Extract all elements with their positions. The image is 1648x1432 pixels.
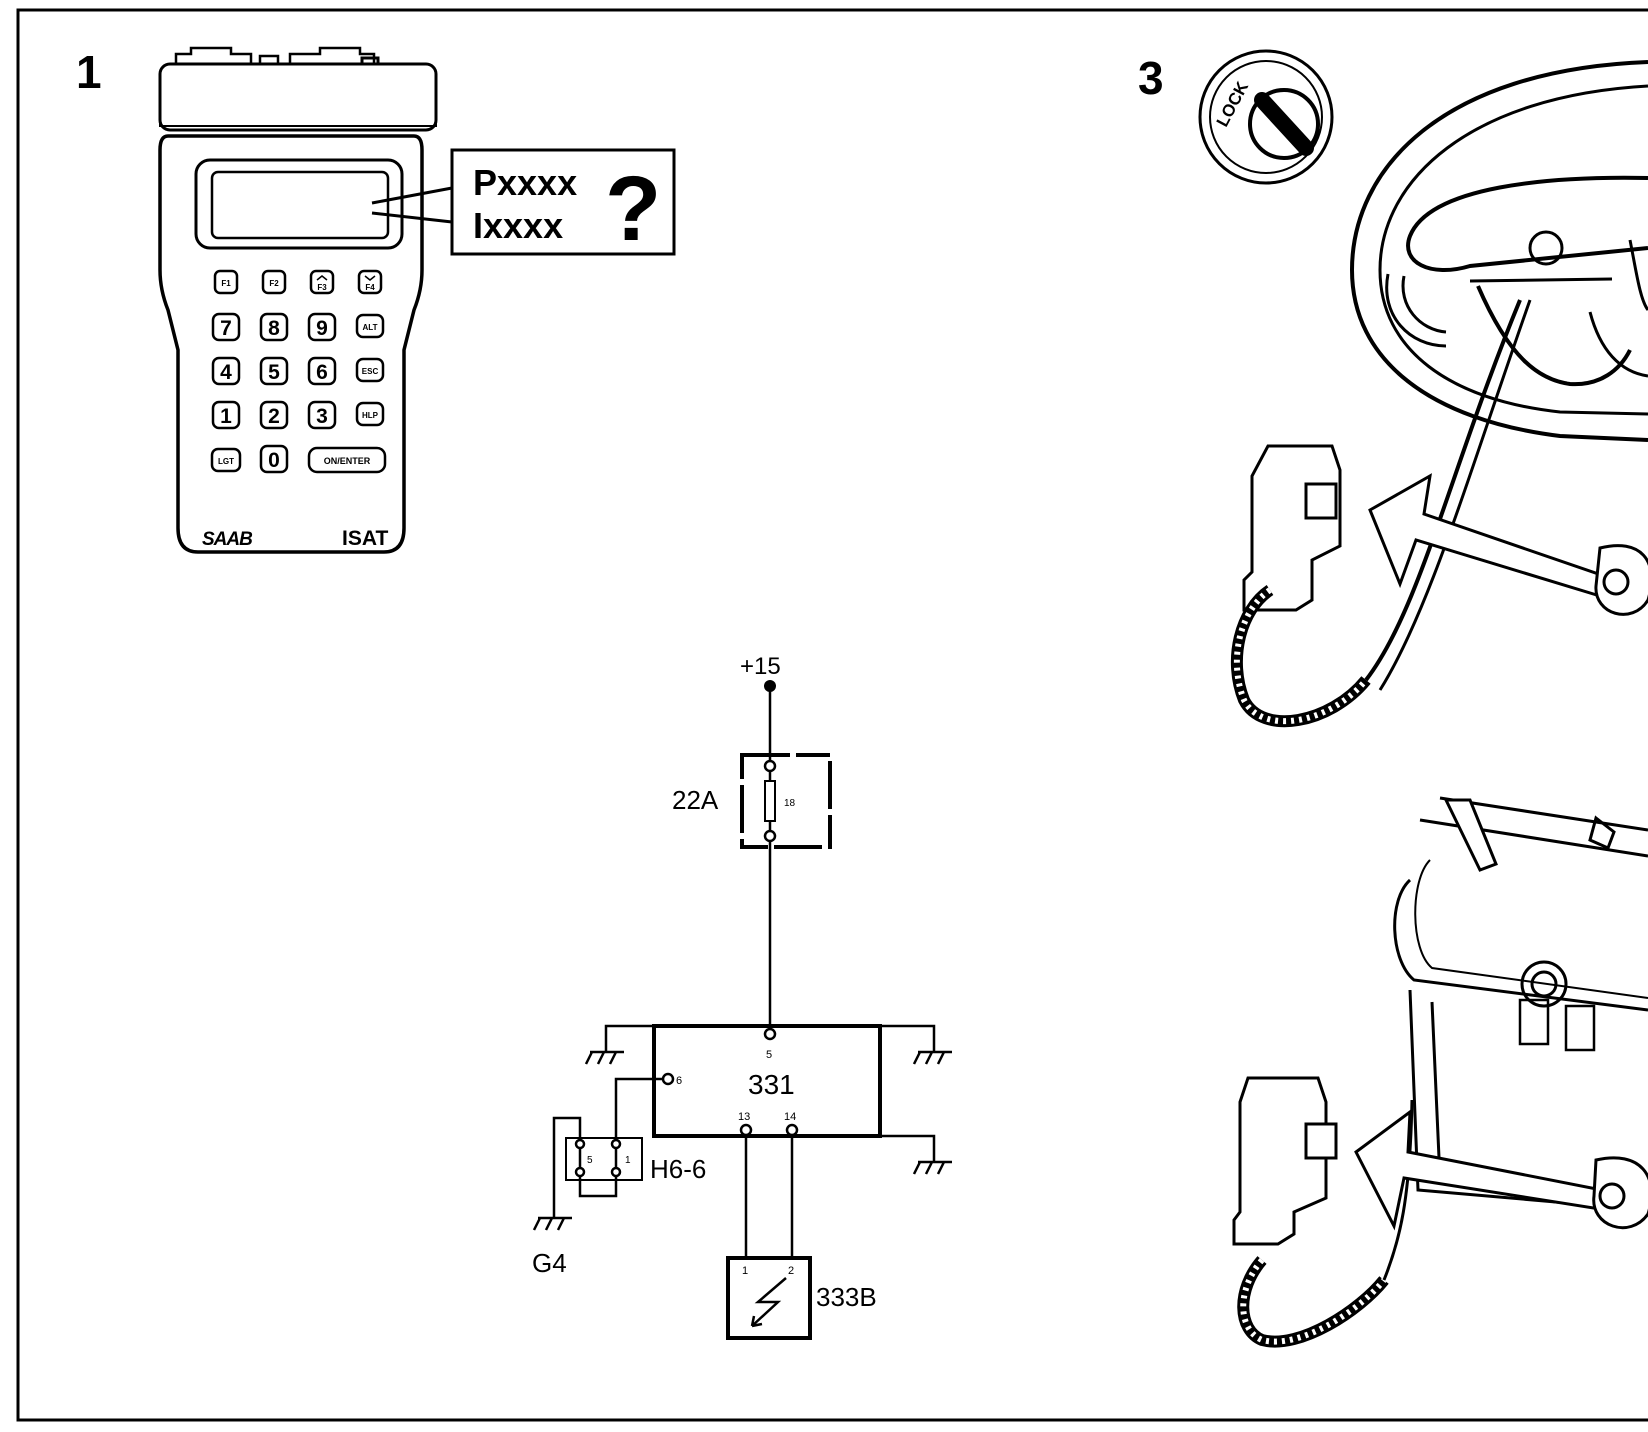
key-8 (259, 312, 289, 342)
insert-arrow-upper (1368, 473, 1613, 598)
insert-arrow-lower (1354, 1108, 1614, 1231)
wiring-schematic (552, 686, 936, 1340)
key-f4-label: F4 (365, 283, 375, 292)
key-4-label: 4 (220, 361, 232, 384)
ignition-lock-icon: LOCK (1198, 49, 1334, 185)
key-7-label: 7 (220, 317, 232, 340)
key-lgt-label: LGT (218, 457, 234, 466)
key-8-label: 8 (268, 317, 280, 340)
key-9-label: 9 (316, 317, 328, 340)
tester-keypad (210, 269, 387, 474)
fuse-18 (764, 780, 776, 822)
steering-wheel (1349, 60, 1648, 442)
key-f3-arrow-icon (316, 275, 328, 281)
key-0 (259, 444, 289, 474)
pin-6-label: 6 (676, 1075, 682, 1087)
key-6 (307, 356, 337, 386)
key-5 (259, 356, 289, 386)
supply-terminal-dot (764, 680, 776, 692)
key-esc (355, 357, 385, 383)
schematic-labels: +15 22A 18 331 5 6 13 14 H6-6 5 1 G4 333… (532, 653, 877, 1312)
ground-icon (584, 1050, 624, 1065)
key-esc-label: ESC (362, 367, 379, 376)
tester-key-labels: F1 F2 F3 F4 7 8 9 ALT 4 5 6 ESC 1 2 3 HL… (218, 275, 379, 472)
ground-icon (912, 1160, 952, 1175)
key-on-enter-label: ON/ENTER (324, 456, 371, 466)
callout-line-1: Pxxxx (473, 162, 577, 203)
key-alt (355, 313, 385, 339)
key-0-label: 0 (268, 449, 280, 472)
fuse-box-label: 22A (672, 785, 719, 815)
panel-1-number: 1 (76, 46, 102, 98)
callout-line-2: Ixxxx (473, 205, 563, 246)
page-border (16, 8, 1648, 1422)
key-3-label: 3 (316, 405, 328, 428)
pin-13-label: 13 (738, 1111, 750, 1123)
key-6-label: 6 (316, 361, 328, 384)
key-2-label: 2 (268, 405, 280, 428)
key-hlp-label: HLP (362, 411, 379, 420)
pin-14-label: 14 (784, 1111, 796, 1123)
connector-label: H6-6 (650, 1154, 706, 1184)
airbag-connector-lower (1232, 1076, 1648, 1348)
isat-tester (158, 46, 438, 554)
key-1 (211, 400, 241, 430)
ignition-squib-arrow-icon (750, 1277, 787, 1328)
key-5-label: 5 (268, 361, 280, 384)
ground-symbols (532, 1050, 952, 1231)
connector-pin-5-label: 5 (587, 1155, 593, 1166)
key-f1 (213, 269, 239, 295)
callout-question-mark: ? (605, 158, 661, 260)
ground-icon (912, 1050, 952, 1065)
key-1-label: 1 (220, 405, 232, 428)
key-4 (211, 356, 241, 386)
display-callout: Pxxxx Ixxxx ? (371, 148, 676, 260)
key-alt-label: ALT (363, 323, 378, 332)
fuse-box-22a (740, 753, 832, 849)
connector-pin-1-label: 1 (625, 1155, 631, 1166)
component-label: 333B (816, 1282, 877, 1312)
control-unit-label: 331 (748, 1069, 795, 1100)
ground-icon (532, 1216, 572, 1231)
key-f3-label: F3 (317, 283, 327, 292)
key-lgt (210, 447, 242, 473)
tester-brand-logo: SAAB (202, 529, 253, 550)
component-333b (726, 1256, 812, 1340)
key-9 (307, 312, 337, 342)
key-f4-arrow-icon (364, 275, 376, 281)
key-f2-label: F2 (269, 279, 279, 288)
key-3 (307, 400, 337, 430)
panel-3-number: 3 (1138, 52, 1164, 104)
tester-model-label: ISAT (342, 527, 388, 550)
component-pin-2-label: 2 (788, 1265, 794, 1277)
fuse-number-label: 18 (784, 798, 796, 809)
component-pin-1-label: 1 (742, 1265, 748, 1277)
key-on-enter (307, 446, 387, 474)
pin-5-label: 5 (766, 1049, 772, 1061)
key-hlp (355, 401, 385, 427)
key-2 (259, 400, 289, 430)
key-f2 (261, 269, 287, 295)
connector-h6-6 (565, 1137, 643, 1181)
ground-g4-label: G4 (532, 1248, 567, 1278)
control-unit-331 (652, 1024, 882, 1138)
key-f1-label: F1 (221, 279, 231, 288)
airbag-connector-upper (1230, 299, 1648, 728)
supply-label: +15 (740, 653, 781, 680)
key-f4 (357, 269, 383, 295)
airbag-module (1393, 796, 1648, 1212)
key-7 (211, 312, 241, 342)
key-f3 (309, 269, 335, 295)
